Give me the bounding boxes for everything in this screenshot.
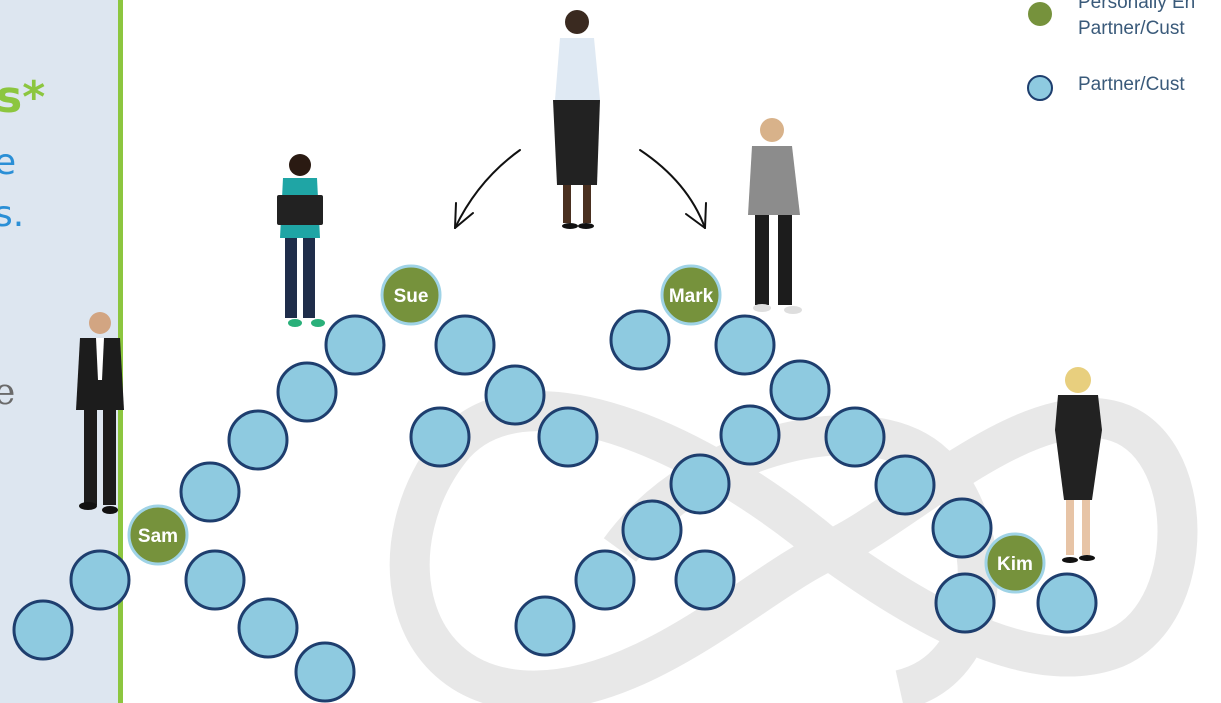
node-label-mark: Mark bbox=[669, 286, 714, 307]
named-node-mark bbox=[660, 264, 722, 326]
partner-node bbox=[931, 497, 993, 559]
right-referral-arrow bbox=[639, 149, 707, 229]
legend-swatches bbox=[1027, 2, 1053, 101]
partner-node bbox=[484, 364, 546, 426]
partner-node bbox=[674, 549, 736, 611]
partner-node bbox=[719, 404, 781, 466]
named-node-kim bbox=[984, 532, 1046, 594]
legend-swatch-named bbox=[1028, 2, 1052, 26]
panel-text-fragment-3: s. bbox=[0, 194, 25, 235]
partner-node bbox=[514, 595, 576, 657]
partner-node bbox=[409, 406, 471, 468]
person-woman-dress-icon bbox=[1055, 367, 1102, 563]
node-label-kim: Kim bbox=[997, 554, 1033, 575]
partner-node bbox=[609, 309, 671, 371]
partner-node bbox=[824, 406, 886, 468]
node-label-sam: Sam bbox=[138, 526, 178, 547]
partner-node bbox=[1036, 572, 1098, 634]
partner-node bbox=[714, 314, 776, 376]
node-label-sue: Sue bbox=[394, 286, 429, 307]
partner-node bbox=[12, 599, 74, 661]
partner-node bbox=[874, 454, 936, 516]
partner-node bbox=[324, 314, 386, 376]
panel-text-fragment-2: e bbox=[0, 142, 17, 183]
person-woman-laptop-icon bbox=[277, 154, 325, 327]
left-referral-arrow bbox=[454, 149, 521, 229]
panel-text-fragment-1: s* bbox=[0, 72, 46, 123]
named-node-sam bbox=[127, 504, 189, 566]
panel-text-fragment-4: e bbox=[0, 372, 16, 413]
partner-node bbox=[434, 314, 496, 376]
legend-label-partner: Partner/Cust bbox=[1078, 74, 1185, 95]
legend-swatch-partner bbox=[1027, 75, 1053, 101]
partner-node bbox=[769, 359, 831, 421]
partner-node bbox=[574, 549, 636, 611]
partner-node bbox=[179, 461, 241, 523]
partner-node bbox=[669, 453, 731, 515]
person-man-casual-icon bbox=[748, 118, 802, 314]
partner-node bbox=[537, 406, 599, 468]
legend-label-named-line1: Personally En bbox=[1078, 0, 1196, 13]
person-man-suit-icon bbox=[76, 312, 124, 514]
partner-node bbox=[69, 549, 131, 611]
legend-label-named-line2: Partner/Cust bbox=[1078, 18, 1185, 39]
partner-node bbox=[621, 499, 683, 561]
person-woman-top-icon bbox=[553, 10, 600, 229]
partner-node bbox=[184, 549, 246, 611]
partner-node bbox=[294, 641, 356, 703]
partner-node bbox=[227, 409, 289, 471]
named-node-sue bbox=[380, 264, 442, 326]
partner-node bbox=[934, 572, 996, 634]
partner-node bbox=[276, 361, 338, 423]
partner-node bbox=[237, 597, 299, 659]
